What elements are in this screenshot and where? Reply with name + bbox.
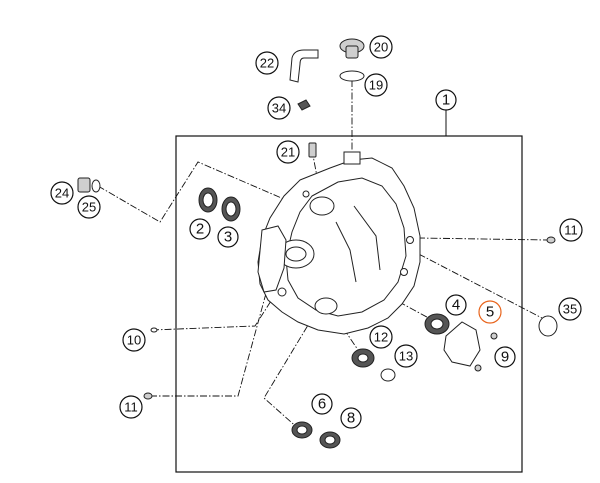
callout-6-label: 6 — [318, 396, 326, 413]
callout-1[interactable]: 1 — [435, 89, 457, 111]
small-parts — [77, 38, 558, 449]
housing-rib-2 — [335, 221, 357, 283]
callout-2-label: 2 — [196, 221, 204, 238]
callout-25[interactable]: 25 — [77, 195, 101, 219]
callout-12-label: 12 — [374, 330, 388, 345]
part-25-washer — [91, 179, 101, 193]
callout-21[interactable]: 21 — [276, 140, 300, 164]
leader-11-right — [417, 237, 549, 241]
callout-4-label: 4 — [452, 297, 460, 314]
callout-8-label: 8 — [347, 410, 355, 427]
callout-9[interactable]: 9 — [494, 346, 516, 368]
callout-12[interactable]: 12 — [369, 325, 393, 349]
callout-4[interactable]: 4 — [445, 294, 467, 316]
part-12-bearing-inner — [357, 353, 369, 363]
callout-10[interactable]: 10 — [122, 328, 146, 352]
callout-5-label: 5 — [486, 304, 494, 321]
bolt-hole-3 — [400, 268, 408, 276]
callout-21-label: 21 — [281, 145, 295, 160]
callout-2[interactable]: 2 — [189, 218, 211, 240]
part-24-plug — [77, 177, 91, 193]
callout-35-label: 35 — [563, 302, 577, 317]
leader-11-left — [150, 285, 269, 397]
callout-24-label: 24 — [55, 186, 69, 201]
housing-boss-top — [309, 196, 335, 216]
callout-22[interactable]: 22 — [255, 51, 279, 75]
callout-3[interactable]: 3 — [217, 226, 239, 248]
housing-bore-inner — [285, 246, 307, 262]
callout-35[interactable]: 35 — [558, 297, 582, 321]
part-9-screw-a — [490, 332, 498, 340]
callout-6[interactable]: 6 — [311, 393, 333, 415]
housing-filler-neck — [343, 151, 361, 165]
housing-left-flange — [257, 225, 287, 293]
callout-11-left-label: 11 — [124, 400, 138, 415]
leader-6-8 — [263, 301, 323, 431]
assembly-frame — [175, 135, 523, 473]
part-35-o-ring — [538, 315, 558, 337]
housing-boss-bottom — [314, 297, 338, 315]
part-10-pin — [150, 327, 158, 333]
bolt-hole-1 — [277, 287, 287, 297]
callout-11-left[interactable]: 11 — [119, 395, 143, 419]
part-8-shaft-seal-inner — [324, 435, 336, 445]
part-6-shaft-seal-inner — [296, 425, 308, 435]
callout-20[interactable]: 20 — [369, 35, 393, 59]
callouts: 1 2 3 4 5 6 8 9 10 11 11 12 13 19 20 21 … — [50, 35, 583, 429]
part-13-circlip — [380, 368, 396, 382]
part-4-bearing-inner — [430, 318, 444, 330]
part-21-screw — [308, 142, 317, 158]
part-2-shaft-seal-inner — [202, 192, 214, 208]
part-3-shaft-seal-inner — [225, 201, 237, 217]
callout-19[interactable]: 19 — [364, 73, 388, 97]
callout-5[interactable]: 5 — [478, 300, 502, 324]
callout-22-label: 22 — [260, 56, 274, 71]
callout-10-label: 10 — [127, 333, 141, 348]
clutch-cover-housing — [257, 151, 421, 335]
part-34-screw — [297, 99, 311, 111]
callout-13-label: 13 — [399, 349, 413, 364]
callout-13[interactable]: 13 — [394, 344, 418, 368]
housing-rib-1 — [353, 205, 381, 271]
callout-25-label: 25 — [82, 200, 96, 215]
part-11-dowel-left — [143, 392, 153, 400]
callout-9-label: 9 — [501, 349, 509, 366]
callout-8[interactable]: 8 — [340, 407, 362, 429]
callout-34-label: 34 — [272, 101, 286, 116]
callout-34[interactable]: 34 — [267, 96, 291, 120]
part-20-filler-cap-stem — [345, 45, 359, 59]
callout-24[interactable]: 24 — [50, 181, 74, 205]
bolt-hole-4 — [302, 190, 310, 198]
leader-10 — [151, 289, 279, 331]
callout-3-label: 3 — [224, 229, 232, 246]
part-19-o-ring — [339, 70, 365, 82]
callout-11-right-label: 11 — [564, 223, 578, 238]
callout-11-right[interactable]: 11 — [559, 218, 583, 242]
bolt-hole-2 — [406, 236, 414, 244]
part-22-hose — [289, 49, 319, 83]
callout-1-label: 1 — [442, 92, 450, 109]
leader-24-25 — [97, 161, 301, 223]
part-11-dowel-right — [546, 236, 556, 244]
callout-20-label: 20 — [374, 40, 388, 55]
callout-19-label: 19 — [369, 78, 383, 93]
part-9-screw-b — [474, 364, 482, 372]
part-5-cover-plate — [443, 321, 481, 367]
